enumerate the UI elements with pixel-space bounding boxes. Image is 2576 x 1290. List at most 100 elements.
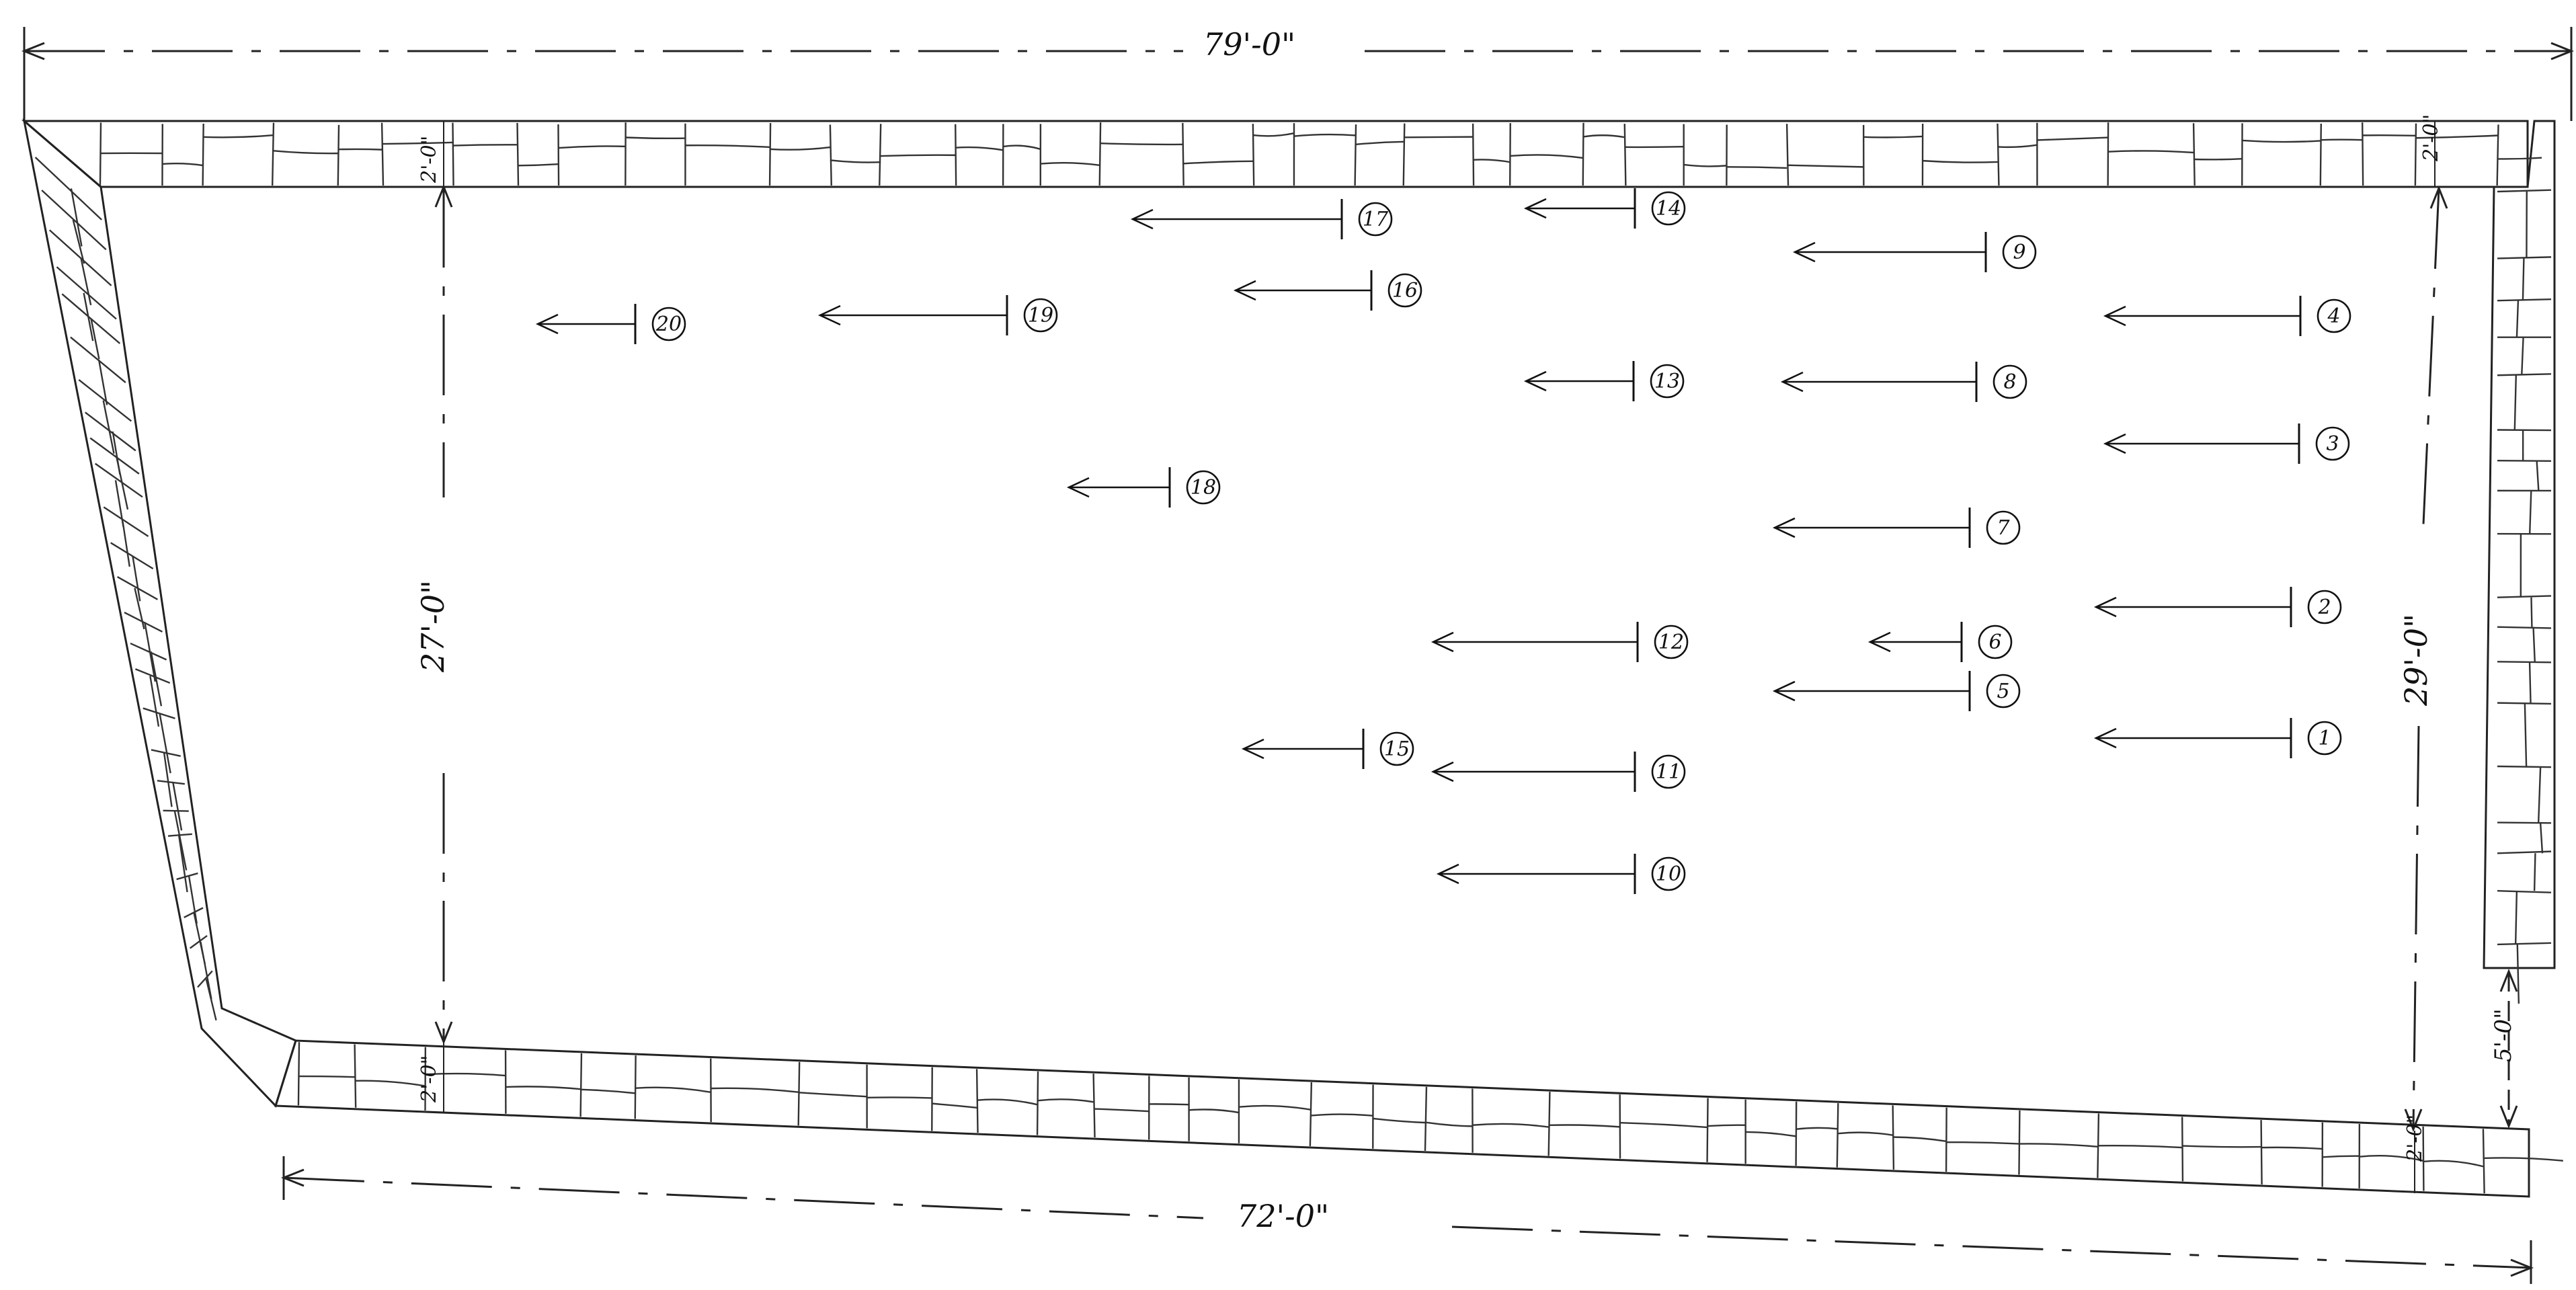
stone-course [2538, 766, 2540, 823]
stone-course [770, 147, 830, 150]
marker-label: 10 [1656, 862, 1681, 886]
marker-12: 12 [1433, 622, 1687, 662]
stone-joint [558, 124, 559, 186]
stone-course [1863, 136, 1923, 137]
stone-joint [1787, 124, 1788, 186]
stone-joint [338, 125, 339, 186]
stone-course [1997, 145, 2037, 147]
stone-course [1312, 1115, 1373, 1116]
marker-11: 11 [1433, 752, 1685, 792]
stone-joint [1037, 1072, 1038, 1135]
right-wall [2484, 121, 2554, 968]
stone-joint [2497, 596, 2551, 597]
marker-label: 16 [1392, 279, 1418, 303]
marker-2: 2 [2096, 587, 2341, 627]
marker-10: 10 [1439, 854, 1685, 894]
stone-course [1787, 165, 1863, 167]
stone-joint [71, 337, 126, 383]
stone-joint [635, 1055, 636, 1119]
stone-joint [36, 157, 102, 220]
stone-joint [382, 123, 383, 186]
marker-label: 19 [1028, 304, 1053, 327]
stone-course [179, 835, 188, 892]
stone-joint [104, 507, 148, 536]
stone-course [1239, 1106, 1312, 1110]
stone-course [206, 979, 216, 1020]
marker-1: 1 [2096, 718, 2341, 758]
stone-course [1727, 167, 1787, 168]
stone-course [1473, 159, 1511, 162]
stone-course [1356, 142, 1404, 145]
marker-18: 18 [1069, 467, 1219, 508]
marker-label: 20 [655, 313, 682, 336]
marker-label: 18 [1191, 476, 1216, 499]
marker-label: 7 [1997, 516, 2010, 540]
stone-course [977, 1100, 1038, 1105]
stone-course [2518, 944, 2519, 1004]
stone-course [2362, 135, 2416, 136]
stone-joint [1796, 1102, 1797, 1166]
marker-label: 9 [2013, 241, 2025, 264]
stone-joint [100, 122, 101, 186]
stone-joint [168, 834, 192, 836]
stone-course [2522, 337, 2523, 376]
stone-course [1426, 1123, 1472, 1127]
stone-joint [2497, 766, 2551, 767]
stone-joint [1946, 1108, 1947, 1172]
marker-14: 14 [1526, 188, 1685, 229]
stone-course [2530, 491, 2531, 534]
marker-8: 8 [1783, 362, 2026, 402]
marker-label: 2 [2317, 596, 2331, 619]
stone-joint [184, 908, 203, 917]
marker-label: 4 [2327, 305, 2340, 328]
stone-joint [2497, 190, 2551, 192]
stone-joint [1094, 1074, 1095, 1137]
marker-20: 20 [538, 304, 685, 344]
stone-course [932, 1104, 977, 1108]
right-dimension-line [2413, 726, 2419, 1129]
stone-joint [2097, 1114, 2099, 1178]
stone-course [558, 146, 625, 148]
stone-joint [203, 124, 204, 186]
stone-joint [799, 1062, 800, 1126]
stone-course [881, 155, 955, 156]
stone-course [1923, 161, 1997, 162]
stone-course [1472, 1124, 1549, 1127]
stone-course [2534, 853, 2535, 891]
stone-joint [2497, 460, 2551, 461]
stone-course [1373, 1119, 1426, 1123]
bottom-dimension-line [284, 1178, 1203, 1218]
marker-9: 9 [1795, 232, 2036, 272]
stone-joint [1997, 124, 1999, 186]
stone-course [867, 1097, 932, 1098]
marker-4: 4 [2105, 296, 2350, 336]
stone-joint [1549, 1092, 1550, 1156]
stone-joint [1310, 1082, 1312, 1146]
stone-joint [2497, 124, 2499, 186]
stone-course [711, 1088, 799, 1092]
stone-walls [24, 121, 2554, 1197]
marker-5: 5 [1775, 671, 2019, 711]
stone-course [2108, 151, 2193, 153]
stone-course [204, 135, 274, 137]
stone-course [189, 877, 197, 924]
stone-course [1094, 1109, 1150, 1112]
wall-thickness-label-bottom-right: 2'-0" [2403, 1115, 2427, 1162]
stone-joint [2497, 627, 2551, 629]
stone-course [2515, 375, 2516, 430]
stone-course [1796, 1128, 1838, 1129]
stone-joint [830, 124, 832, 186]
stone-course [2540, 823, 2542, 854]
top-dimension-label: 79'-0" [1203, 26, 1295, 63]
stone-course [2261, 1147, 2323, 1149]
left-dimension-label: 27'-0" [415, 580, 451, 673]
wall-thickness-label-top-right: 2'-0" [2419, 114, 2443, 162]
marker-label: 3 [2326, 432, 2339, 456]
stone-joint [2182, 1117, 2183, 1182]
marker-13: 13 [1526, 361, 1683, 401]
stone-course [830, 160, 881, 162]
left-wall [24, 121, 296, 1106]
stone-joint [1510, 123, 1511, 186]
stone-course [339, 149, 382, 150]
